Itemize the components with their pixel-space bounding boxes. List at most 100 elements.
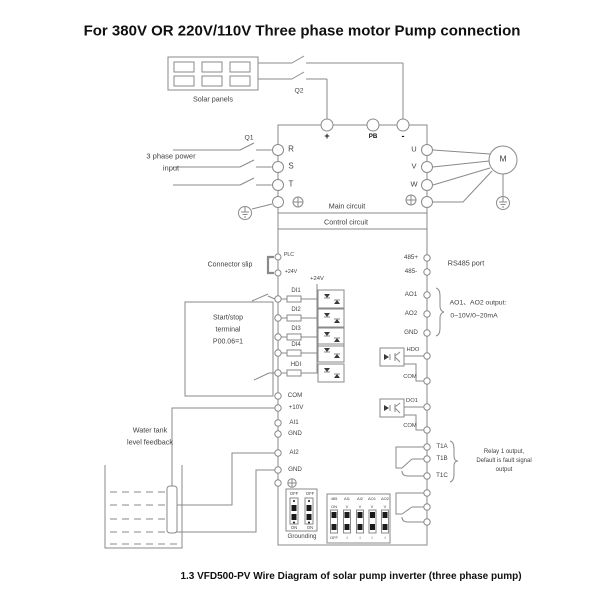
- dip-right-i2: I: [359, 535, 361, 540]
- pe-terminal-glyphs: [287, 194, 417, 488]
- do1-led-glyph: [384, 405, 389, 411]
- do1-output-stage: [379, 398, 424, 431]
- solar-panel-symbol: [167, 56, 259, 91]
- water-tank-label-2: level feedback: [126, 438, 174, 447]
- di-optocoupler-bars: [324, 297, 340, 375]
- pin-ao2-label: AO2: [404, 310, 418, 318]
- q2-breaker-wires: [258, 55, 404, 119]
- terminal-t-label: T: [288, 180, 294, 189]
- control-circuit-label: Control circuit: [323, 218, 369, 227]
- di-input-rows: [281, 289, 345, 383]
- annotation-braces: [435, 287, 459, 483]
- connector-slip-label: Connector slip: [207, 260, 253, 269]
- dip-right-i3: I: [371, 535, 373, 540]
- dip-right-v2: V: [358, 504, 362, 509]
- dip-right-v3: V: [370, 504, 374, 509]
- terminal-w-label: W: [410, 180, 418, 189]
- relay1-contact: [395, 446, 424, 477]
- dip-right-i1: I: [346, 535, 348, 540]
- pin-485n-label: 485-: [404, 268, 418, 276]
- di1-pin-label: DI1: [291, 287, 301, 294]
- motor-symbol: [488, 145, 518, 210]
- di2-pin-label: DI2: [291, 306, 301, 313]
- motor-wires: [432, 149, 504, 203]
- main-circuit-terminals: [272, 118, 433, 208]
- pin-485p-label: 485+: [404, 254, 418, 262]
- terminal-u-label: U: [411, 145, 417, 154]
- ai2-pin-label: AI2: [289, 449, 299, 457]
- dip-right-i4: I: [384, 535, 386, 540]
- page-title: For 380V OR 220V/110V Three phase motor …: [83, 22, 521, 40]
- terminal-v-label: V: [411, 162, 417, 171]
- dip-right-off: OFF: [330, 535, 338, 540]
- control-terminals-left: [274, 253, 282, 487]
- com-pin-label: COM: [287, 392, 303, 400]
- ao-output-note-1: AO1、AO2 output:: [449, 298, 507, 307]
- water-tank-symbol: [104, 407, 282, 549]
- relay2-contact: [395, 492, 424, 523]
- pin-t1c-label: T1C: [436, 472, 448, 480]
- dip-right-v1: V: [345, 504, 349, 509]
- caption: 1.3 VFD500-PV Wire Diagram of solar pump…: [180, 571, 522, 582]
- power-input-label-2: input: [162, 164, 180, 173]
- dip-right-v4: V: [383, 504, 387, 509]
- dip-left-on-1: ON: [290, 525, 298, 531]
- pin-t1a-label: T1A: [436, 443, 448, 451]
- ai1-pin-label: AI1: [289, 419, 299, 427]
- dip-right-header-ai1: AI1: [343, 496, 351, 501]
- pin-do1-label: DO1: [406, 397, 418, 404]
- dip-right-header-ai2: AI2: [356, 496, 364, 501]
- rs485-port-note: RS485 port: [447, 259, 485, 268]
- terminal-pb-label: PB: [368, 133, 378, 141]
- grounding-label: Grounding: [287, 533, 317, 541]
- dip-left-off-1: OFF: [289, 491, 299, 497]
- hdi-pin-label: HDI: [290, 361, 302, 368]
- pin-t1b-label: T1B: [436, 455, 448, 463]
- relay-note-2: Default is fault signal: [476, 457, 532, 464]
- terminal-r-label: R: [288, 145, 294, 154]
- dip-left-on-2: ON: [306, 525, 314, 531]
- motor-label: M: [499, 154, 507, 165]
- dip-right-header-ao1: AO1: [367, 496, 377, 501]
- connector-slip-bracket: [266, 255, 274, 275]
- gnd2-pin-label: GND: [288, 466, 302, 474]
- power-input-label-1: 3 phase power: [146, 152, 196, 161]
- relay-note-1: Relay 1 output,: [483, 448, 525, 455]
- terminal-s-label: S: [288, 162, 294, 171]
- relay-note-3: output: [495, 466, 513, 473]
- di-optocoupler-glyphs: [324, 294, 340, 378]
- main-circuit-label: Main circuit: [328, 202, 366, 211]
- start-stop-box: [184, 293, 276, 397]
- grounding-dip-block: [285, 488, 318, 532]
- start-stop-label-1: Start/stop: [213, 313, 243, 322]
- dip-left-off-2: OFF: [305, 491, 315, 497]
- water-tank-label-1: Water tank: [132, 426, 168, 435]
- pin-ao1-label: AO1: [404, 291, 418, 299]
- p24v-pin-label: +24V: [284, 268, 298, 275]
- plc-pin-label: PLC: [283, 251, 295, 258]
- terminal-plus-label: +: [324, 131, 330, 142]
- hdo-led-glyph: [384, 354, 389, 360]
- di3-pin-label: DI3: [291, 325, 301, 332]
- dip-right-on: ON: [331, 504, 337, 509]
- input-earth-symbol: [238, 206, 252, 220]
- solar-panels-label: Solar panels: [192, 95, 234, 104]
- io-mode-dip-block: [326, 493, 391, 544]
- terminal-minus-label: -: [401, 131, 405, 142]
- pin-com2-right-label: COM: [403, 422, 417, 429]
- dip-right-header-ao2: AO2: [380, 496, 390, 501]
- q1-breaker-label: Q1: [244, 133, 254, 142]
- q1-breaker-wires: [173, 142, 273, 210]
- ao-output-note-2: 0~10V/0~20mA: [450, 311, 498, 320]
- control-terminals-right: [423, 254, 431, 526]
- p10v-pin-label: +10V: [288, 404, 304, 412]
- dip-right-header-485: 485: [330, 496, 338, 501]
- q2-breaker-label: Q2: [294, 86, 304, 95]
- start-stop-label-3: P00.06=1: [212, 337, 244, 346]
- p24v-rail-label: +24V: [310, 275, 324, 282]
- hdo-output-stage: [379, 347, 424, 382]
- pin-com1-right-label: COM: [403, 373, 417, 380]
- gnd1-pin-label: GND: [288, 430, 302, 438]
